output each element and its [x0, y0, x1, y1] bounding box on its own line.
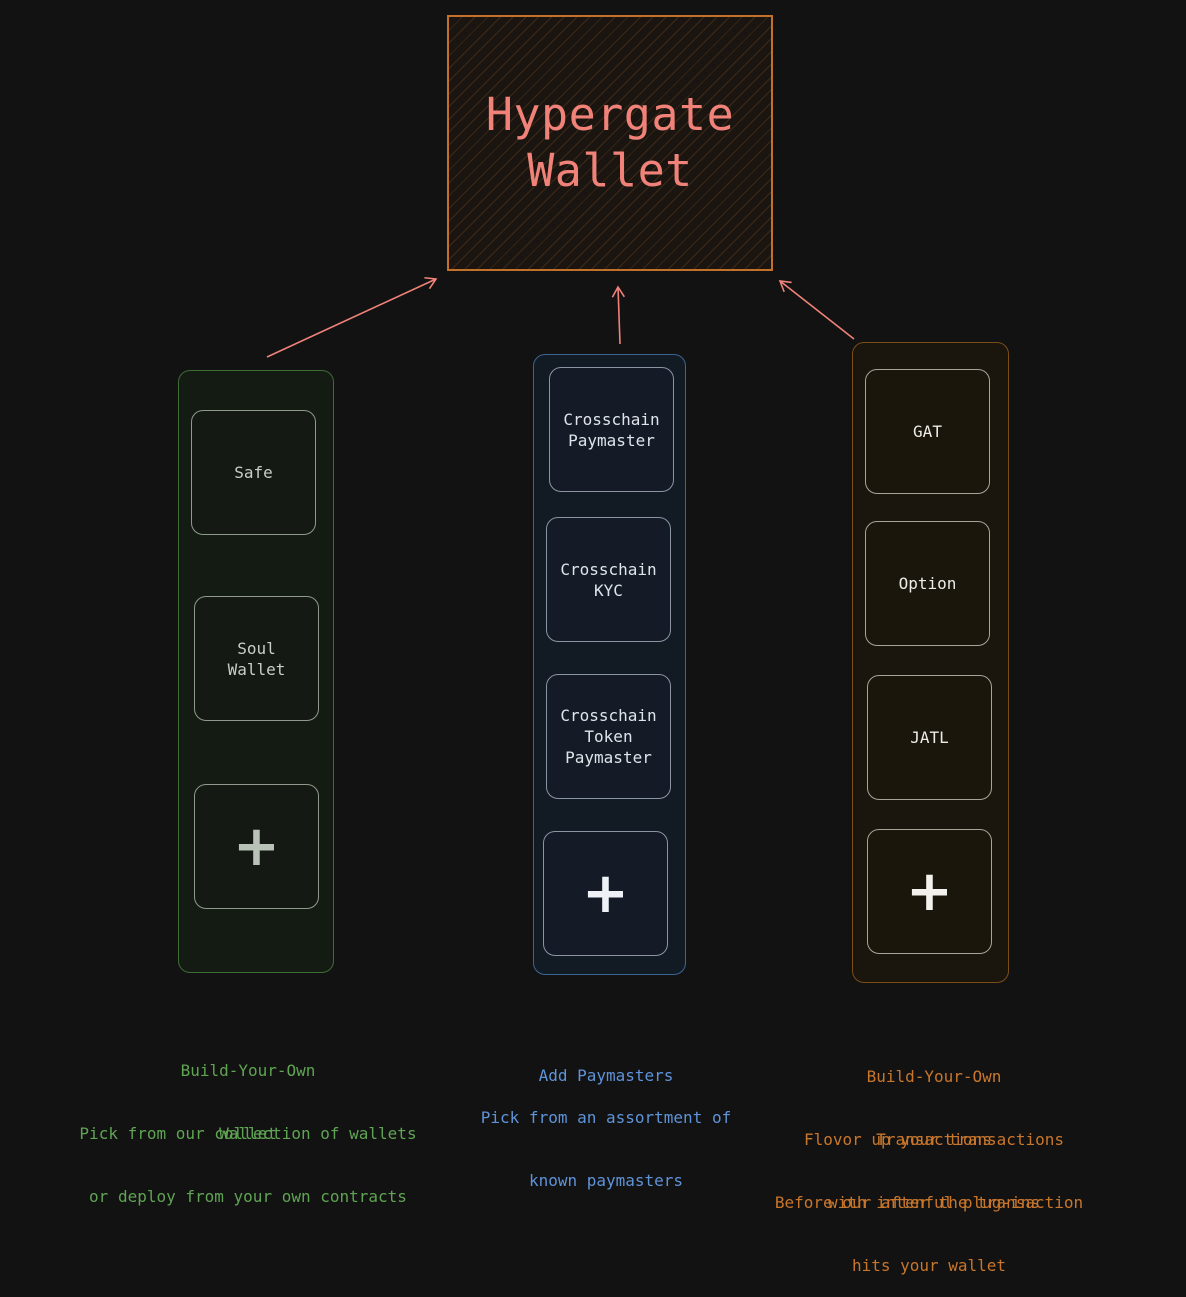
add-transaction-button[interactable]: +	[867, 829, 992, 954]
arrow-paymaster-to-title	[611, 285, 626, 345]
caption-line: Flovor up your transactions	[803, 1130, 1065, 1149]
card-label: GAT	[913, 422, 942, 441]
arrow-transactions-to-title	[778, 280, 855, 340]
add-wallet-button[interactable]: +	[194, 784, 319, 909]
plus-icon: +	[233, 813, 280, 879]
caption-line: hits your wallet	[851, 1256, 1007, 1275]
title-line-1: Hypergate	[485, 88, 735, 141]
wallet-caption-body: Pick from our collection of wallets or d…	[48, 1081, 448, 1228]
caption-line: Build-Your-Own	[180, 1061, 316, 1080]
wallet-card-safe[interactable]: Safe	[191, 410, 316, 535]
caption-line: Pick from our collection of wallets	[79, 1124, 417, 1143]
title-text: Hypergate Wallet	[486, 87, 734, 199]
hypergate-wallet-box: Hypergate Wallet	[447, 15, 773, 271]
wallet-card-soul-wallet[interactable]: Soul Wallet	[194, 596, 319, 721]
card-label: Crosschain	[560, 559, 657, 579]
card-label: Option	[898, 574, 957, 593]
paymaster-card-crosschain-paymaster[interactable]: Crosschain Paymaster	[549, 367, 674, 492]
transaction-card-option[interactable]: Option	[865, 521, 990, 646]
card-label: Paymaster	[565, 748, 652, 767]
paymaster-caption-heading: Add Paymasters	[506, 1023, 706, 1107]
caption-line: Wallet	[219, 1124, 277, 1143]
card-label: KYC	[594, 580, 623, 600]
card-label: Token	[584, 727, 633, 746]
transactions-caption-note: Before our after the transaction hits yo…	[749, 1150, 1109, 1297]
card-label: Wallet	[227, 659, 286, 679]
card-label: Crosschain	[563, 409, 660, 429]
caption-line: Pick from an assortment of	[480, 1108, 732, 1127]
card-label: Safe	[234, 463, 273, 482]
paymaster-card-crosschain-token-paymaster[interactable]: Crosschain Token Paymaster	[546, 674, 671, 799]
paymaster-card-crosschain-kyc[interactable]: Crosschain KYC	[546, 517, 671, 642]
plus-icon: +	[906, 858, 953, 924]
card-label: Crosschain	[560, 706, 657, 725]
transactions-caption-heading: Build-Your-Own Transactions	[834, 1024, 1034, 1171]
caption-line: Build-Your-Own	[866, 1067, 1002, 1086]
caption-line: known paymasters	[528, 1171, 684, 1190]
caption-line: Before our after the transaction	[774, 1193, 1084, 1212]
caption-line: or deploy from your own contracts	[89, 1187, 407, 1206]
wallet-caption-heading: Build-Your-Own Wallet	[148, 1018, 348, 1165]
caption-line: Add Paymasters	[538, 1066, 674, 1085]
plus-icon: +	[582, 860, 629, 926]
add-paymaster-button[interactable]: +	[543, 831, 668, 956]
card-label: JATL	[910, 728, 949, 747]
caption-line: Transactions	[876, 1130, 992, 1149]
card-label: Soul	[237, 638, 276, 658]
connector-arrows	[266, 276, 855, 358]
title-line-2: Wallet	[527, 144, 693, 197]
transaction-card-gat[interactable]: GAT	[865, 369, 990, 494]
paymaster-caption-body: Pick from an assortment of known paymast…	[456, 1065, 756, 1212]
transaction-card-jatl[interactable]: JATL	[867, 675, 992, 800]
arrow-wallet-to-title	[266, 276, 438, 358]
card-label: Paymaster	[568, 430, 655, 450]
